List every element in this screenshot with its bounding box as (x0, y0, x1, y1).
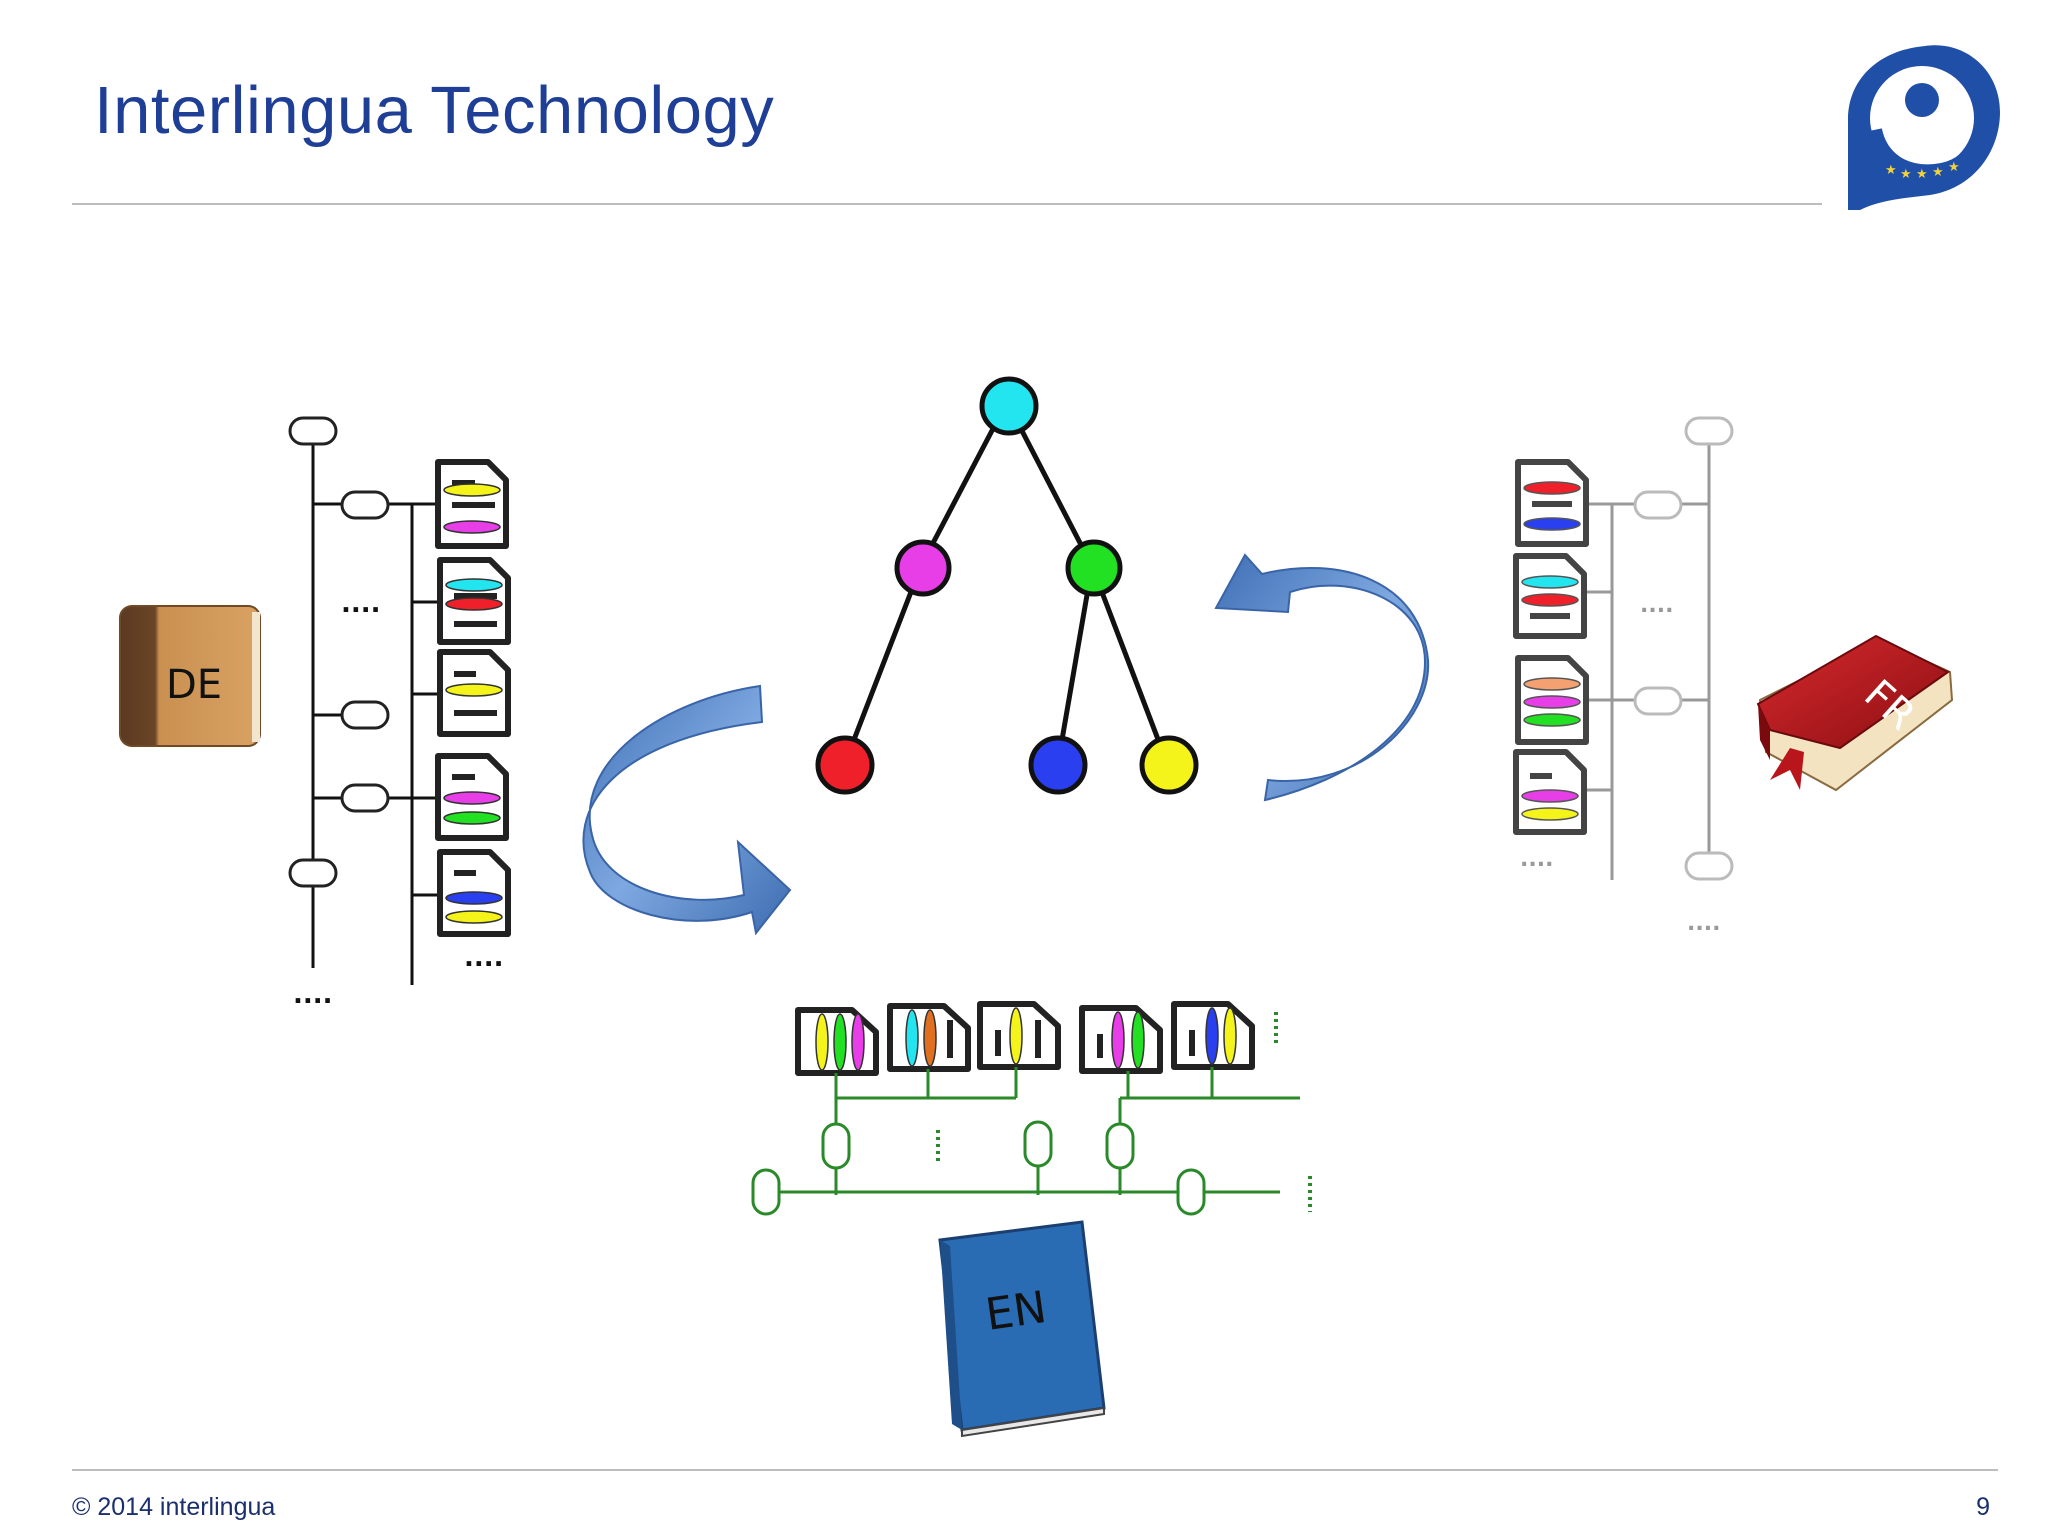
node-mid-right (1065, 539, 1123, 597)
de-ellipsis-2: .... (464, 943, 504, 973)
fr-tree-nodes (1633, 416, 1734, 881)
en-node-root (751, 1168, 781, 1216)
node-leaf-red (815, 735, 875, 795)
en-doc-1 (795, 1007, 879, 1076)
node-root (979, 376, 1039, 436)
de-node-2 (340, 700, 390, 730)
footer-divider (72, 1469, 1998, 1471)
de-doc-4 (435, 753, 509, 841)
en-node-2 (1023, 1120, 1053, 1168)
fr-doc-1 (1515, 459, 1589, 547)
interlingua-tree (815, 376, 1199, 795)
arrow-de-to-en (582, 684, 792, 936)
interlingua-logo: ★★★★★ (1848, 45, 2000, 210)
fr-ellipsis-1: .... (1640, 593, 1673, 618)
fr-book: FR (1756, 634, 1954, 792)
en-doc-4 (1079, 1005, 1163, 1074)
svg-text:★: ★ (1948, 160, 1960, 175)
svg-text:★: ★ (1932, 165, 1944, 180)
node-leaf-blue (1028, 735, 1088, 795)
fr-node-2 (1633, 686, 1683, 716)
en-book: EN (938, 1220, 1106, 1438)
de-doc-3 (437, 649, 511, 737)
fr-node-root (1684, 416, 1734, 446)
en-docs (795, 1001, 1255, 1076)
svg-text:★: ★ (1916, 167, 1928, 182)
de-node-1 (340, 490, 390, 520)
en-doc-5 (1171, 1001, 1255, 1070)
fr-node-3 (1684, 851, 1734, 881)
fr-doc-4 (1513, 749, 1587, 835)
en-doc-2 (887, 1003, 971, 1072)
en-tree-nodes (751, 1120, 1206, 1216)
title-divider (72, 203, 1822, 205)
de-book-label: DE (166, 662, 222, 708)
page-number: 9 (1976, 1493, 1990, 1521)
svg-text:★: ★ (1900, 167, 1912, 182)
en-node-4 (1176, 1168, 1206, 1216)
de-ellipsis-1: .... (341, 589, 381, 619)
fr-ellipsis-3: .... (1687, 911, 1720, 936)
en-vertical-ellipses (936, 1012, 1312, 1212)
de-doc-5 (437, 849, 511, 937)
fr-ellipsis-2: .... (1520, 847, 1553, 872)
de-doc-1 (435, 459, 509, 549)
fr-doc-2 (1513, 553, 1587, 639)
en-book-label: EN (982, 1282, 1049, 1341)
de-tree-nodes (288, 416, 390, 888)
fr-doc-3 (1515, 655, 1589, 745)
de-ellipsis-3: .... (293, 980, 333, 1010)
de-node-root (288, 416, 338, 446)
en-doc-3 (977, 1001, 1061, 1070)
svg-text:★: ★ (1885, 163, 1897, 178)
de-node-3 (340, 783, 390, 813)
fr-node-1 (1633, 490, 1683, 520)
de-node-4 (288, 858, 338, 888)
arrow-fr-to-interlingua (1214, 553, 1430, 802)
en-node-3 (1105, 1122, 1135, 1170)
de-book: DE (119, 605, 261, 747)
slide-title: Interlingua Technology (94, 73, 775, 148)
node-leaf-yellow (1139, 735, 1199, 795)
de-doc-2 (437, 557, 511, 645)
node-mid-left (894, 539, 952, 597)
en-node-1 (821, 1122, 851, 1170)
footer-copyright: © 2014 interlingua (72, 1493, 276, 1521)
